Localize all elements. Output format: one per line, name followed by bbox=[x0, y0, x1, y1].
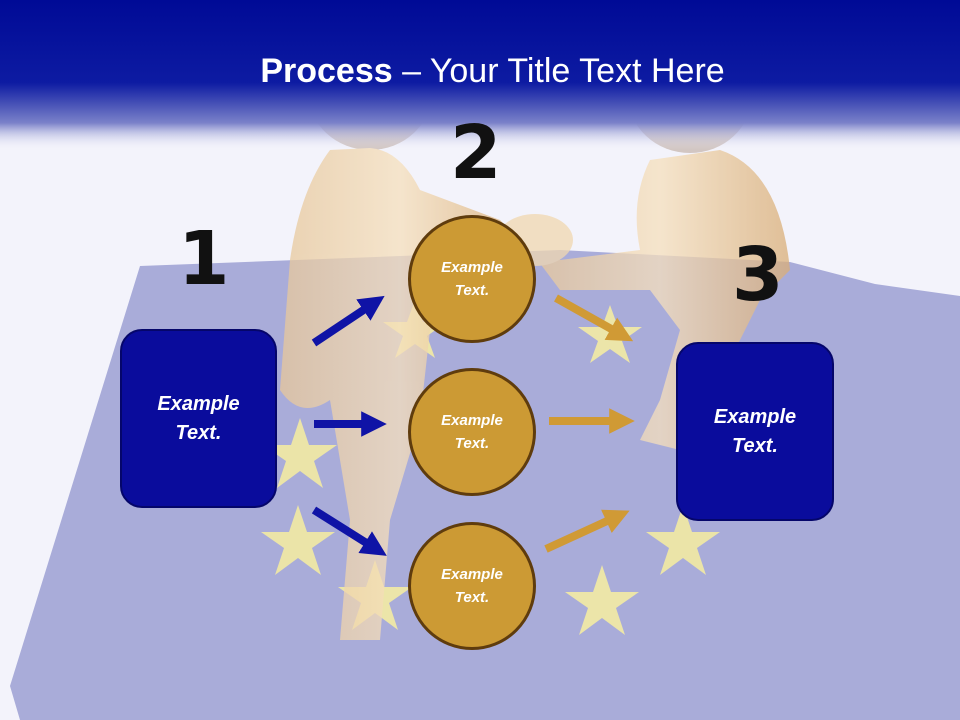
arrow-to-top-circle bbox=[311, 295, 385, 347]
circle-top-line2: Text. bbox=[454, 282, 490, 299]
right-box-line1: Example bbox=[713, 405, 797, 428]
circle-bottom-line1: Example bbox=[441, 566, 503, 583]
left-box-line2: Text. bbox=[175, 421, 222, 444]
circle-top-line1: Example bbox=[441, 259, 503, 276]
left-text-box: Example Text. bbox=[120, 329, 277, 508]
left-box-line1: Example bbox=[157, 392, 240, 415]
circle-middle-line1: Example bbox=[441, 412, 503, 429]
circle-middle: Example Text. bbox=[408, 368, 536, 496]
arrow-from-top-circle bbox=[554, 294, 634, 342]
arrow-to-bottom-circle bbox=[311, 506, 387, 556]
circle-middle-line2: Text. bbox=[454, 435, 490, 452]
step-number-3: 3 bbox=[732, 232, 784, 318]
title-rest: – Your Title Text Here bbox=[392, 52, 725, 90]
circle-top: Example Text. bbox=[408, 215, 536, 343]
right-box-line2: Text. bbox=[732, 434, 778, 457]
circle-bottom: Example Text. bbox=[408, 522, 536, 650]
slide-title: Process – Your Title Text Here bbox=[0, 52, 960, 91]
step-number-2: 2 bbox=[450, 110, 502, 196]
title-bold: Process bbox=[260, 52, 393, 90]
circle-bottom-line2: Text. bbox=[454, 589, 490, 606]
step-number-1: 1 bbox=[178, 216, 230, 302]
arrow-from-bottom-circle bbox=[544, 509, 630, 553]
right-text-box: Example Text. bbox=[676, 342, 834, 521]
header-band bbox=[0, 0, 960, 150]
